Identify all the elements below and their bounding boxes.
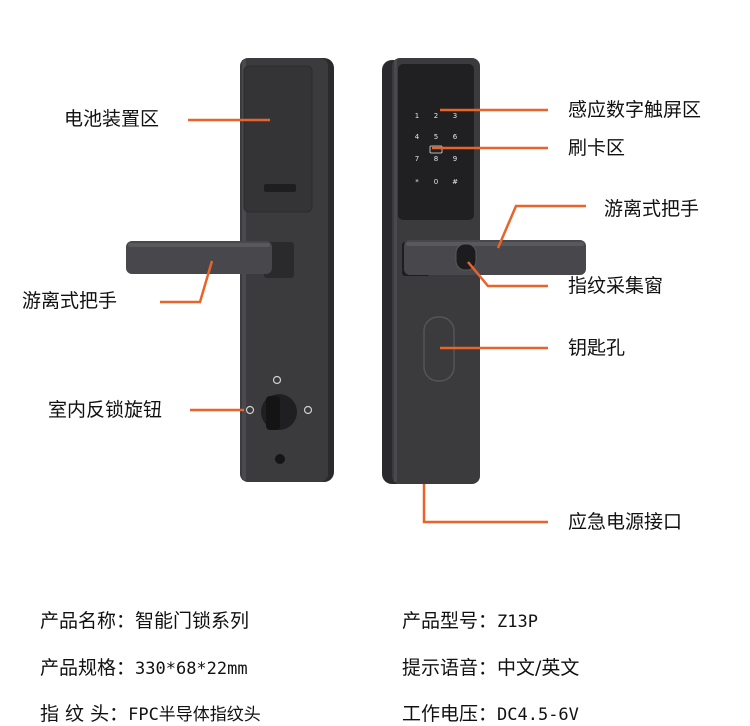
label-handle-left: 游离式把手 [22,290,118,312]
callout-lines [160,108,586,524]
indoor-handle [126,241,272,274]
keypad-key: 6 [453,133,458,141]
keypad-key: 8 [434,155,438,163]
label-touchscreen: 感应数字触屏区 [568,99,702,121]
spec-label: 产品型号： [402,610,498,632]
spec-size: 产品规格：330*68*22mm [40,657,248,680]
fingerprint-sensor [455,243,477,271]
indoor-lock-panel [126,58,334,482]
spec-label: 提示语音： [402,657,498,679]
label-fingerprint: 指纹采集窗 [568,275,664,297]
spec-label: 工作电压： [402,703,498,725]
label-card: 刷卡区 [568,137,626,159]
keypad-key: 2 [434,112,438,120]
keypad-key: 1 [415,112,419,120]
keypad-key: # [452,178,458,186]
spec-voltage: 工作电压：DC4.5-6V [402,703,579,726]
spec-value: 中文/英文 [497,657,580,679]
keypad-key: 0 [434,178,438,186]
keypad: 1 2 3 4 5 6 7 8 9 * 0 # [415,112,458,186]
keypad-key: 5 [434,133,438,141]
battery-cover [243,65,313,213]
keypad-key: 4 [415,133,420,141]
keypad-key: 9 [453,155,457,163]
spec-product-name: 产品名称：智能门锁系列 [40,610,249,632]
spec-voice: 提示语音：中文/英文 [402,657,579,679]
outdoor-handle [404,240,586,275]
spec-label: 指 纹 头： [40,703,129,725]
keypad-key: 3 [453,112,457,120]
keypad-key: 7 [415,155,419,163]
label-battery: 电池装置区 [64,108,160,130]
label-emergency-port: 应急电源接口 [568,511,683,533]
spec-value: DC4.5-6V [497,705,579,725]
keypad-key: * [415,178,419,186]
spec-fingerprint: 指 纹 头：FPC半导体指纹头 [40,703,261,726]
label-handle-right: 游离式把手 [604,198,700,220]
label-keyhole: 钥匙孔 [568,337,626,359]
spec-value: 智能门锁系列 [135,610,250,632]
label-knob: 室内反锁旋钮 [48,399,163,421]
spec-model: 产品型号：Z13P [402,610,538,633]
spec-label: 产品规格： [40,657,136,679]
outdoor-lock-panel: 1 2 3 4 5 6 7 8 9 * 0 # [382,58,586,484]
spec-value: 330*68*22mm [135,659,248,679]
spec-value: Z13P [497,612,538,632]
card-icon [429,145,443,154]
spec-label: 产品名称： [40,610,136,632]
touchscreen-panel [398,64,474,220]
spec-value: FPC半导体指纹头 [128,705,261,725]
